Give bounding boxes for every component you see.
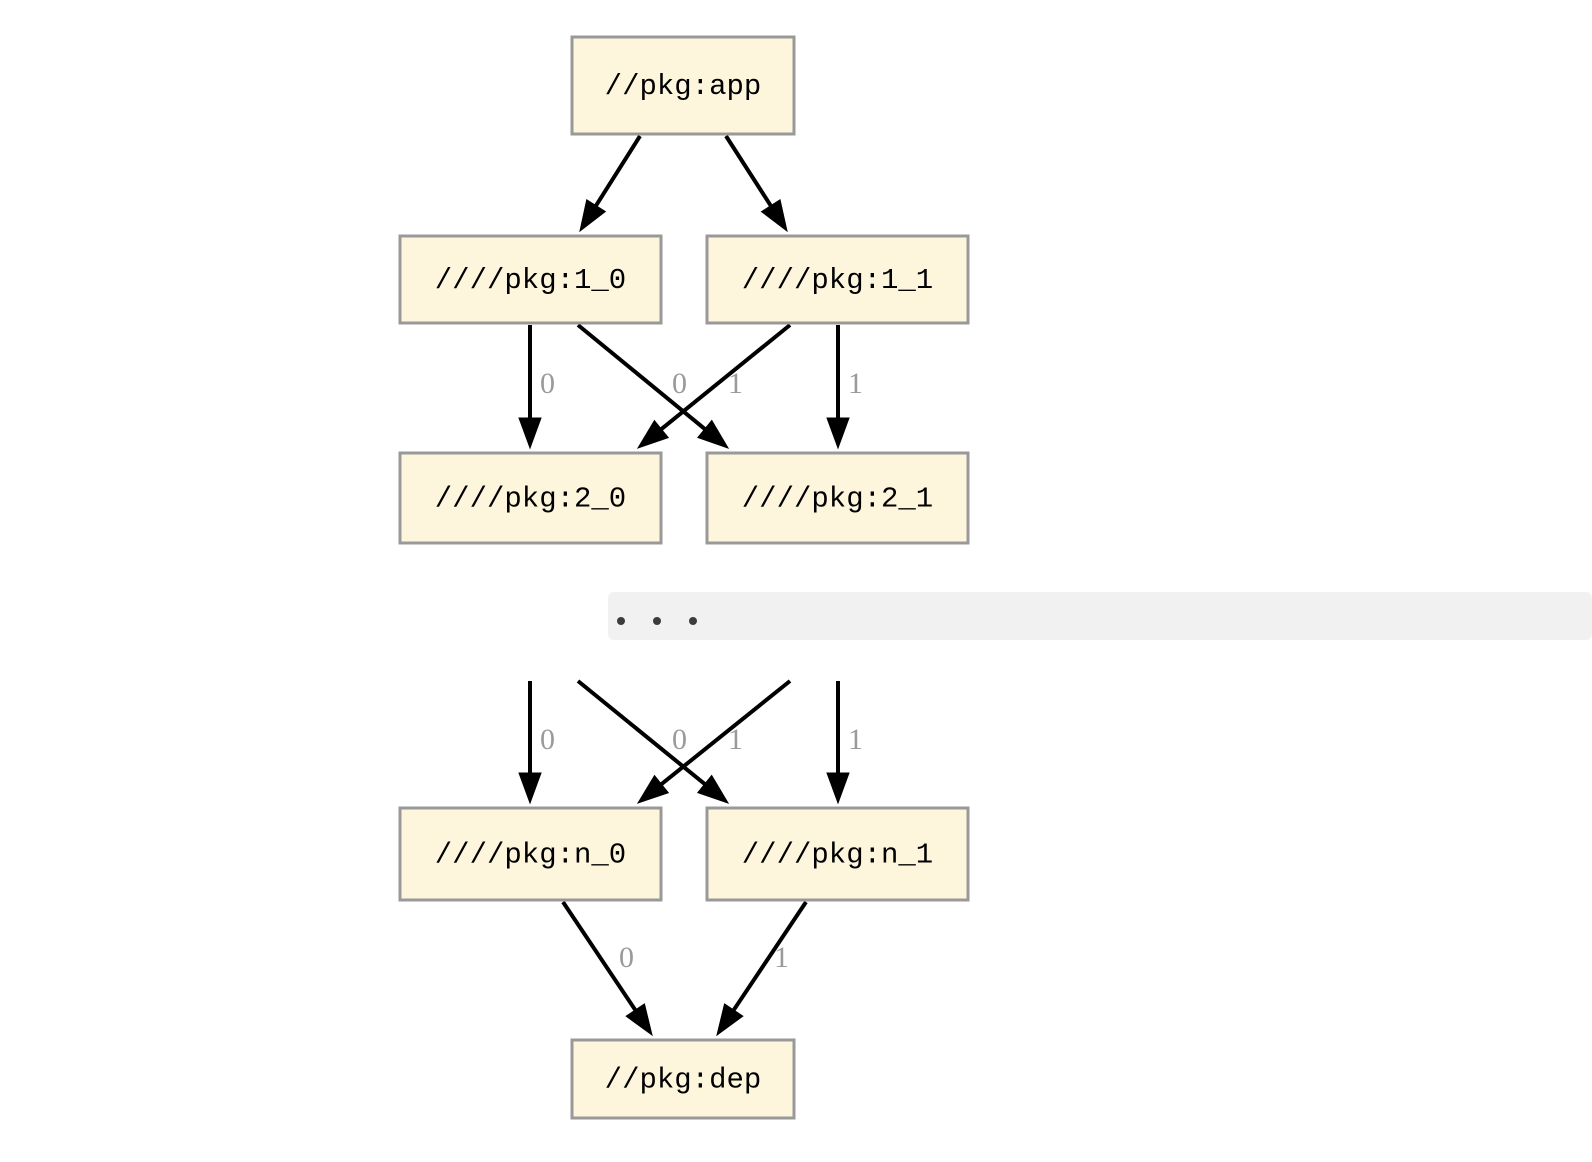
node-label: ////pkg:n_1 [742,839,933,872]
graph-node-l2_0[interactable]: ////pkg:2_0 [398,451,663,545]
arrowhead-icon [579,198,607,233]
edge-label: 1 [774,941,789,974]
edge-line [655,679,792,790]
edge-line [728,900,808,1017]
node-box[interactable] [705,234,970,325]
edge-line [591,134,642,212]
graph-edge [518,681,542,805]
arrowhead-icon [760,199,788,233]
graph-edge [518,325,542,450]
node-label: ////pkg:n_0 [435,839,626,872]
edge-labels-layer: 0 1 0 1 0 1 0 1 0 1 [540,367,863,974]
graph-edge [576,679,730,804]
graph-edge [636,679,792,804]
arrowhead-icon [826,417,850,450]
graph-edge [716,900,808,1037]
graph-node-l2_1[interactable]: ////pkg:2_1 [705,451,970,545]
node-box[interactable] [398,451,663,545]
nodes-layer: //pkg:app ////pkg:1_0 ////pkg:1_1 ////pkg:2… [398,35,970,1120]
ellipsis-separator [608,592,1592,640]
graph-edge [826,681,850,805]
graph-edge [561,900,653,1037]
graph-node-ln_0[interactable]: ////pkg:n_0 [398,806,663,902]
node-label: ////pkg:2_1 [742,483,933,516]
ellipsis-dot [689,617,697,625]
edge-label: 0 [619,941,634,974]
graph-node-app[interactable]: //pkg:app [570,35,796,136]
arrowhead-icon [625,1003,653,1037]
edge-label: 1 [728,367,743,400]
ellipsis-band [608,592,1592,640]
ellipsis-dot [617,617,625,625]
arrowhead-icon [518,417,542,450]
edge-label: 1 [728,723,743,756]
edges-layer [518,134,850,1037]
graph-edge [826,325,850,450]
arrowhead-icon [636,419,670,449]
node-box[interactable] [398,806,663,902]
edge-label: 1 [848,367,863,400]
node-box[interactable] [570,1038,796,1120]
node-label: ////pkg:1_0 [435,264,626,297]
node-label: //pkg:app [605,70,762,103]
edge-label: 0 [672,367,687,400]
arrowhead-icon [696,774,730,804]
arrowhead-icon [518,772,542,805]
node-box[interactable] [570,35,796,136]
graph-node-l1_1[interactable]: ////pkg:1_1 [705,234,970,325]
node-box[interactable] [398,234,663,325]
edge-label: 0 [540,723,555,756]
arrowhead-icon [716,1003,744,1037]
edge-line [576,679,711,790]
graph-node-ln_1[interactable]: ////pkg:n_1 [705,806,970,902]
arrowhead-icon [696,419,730,449]
graph-edge [636,323,792,449]
edge-line [576,323,711,435]
edge-label: 1 [848,723,863,756]
arrowhead-icon [636,774,670,804]
node-box[interactable] [705,806,970,902]
edge-line [561,900,641,1017]
edge-line [724,134,776,212]
node-label: ////pkg:2_0 [435,483,626,516]
ellipsis-dot [653,617,661,625]
node-box[interactable] [705,451,970,545]
edge-label: 0 [540,367,555,400]
graph-edge [579,134,642,233]
arrowhead-icon [826,772,850,805]
graph-node-dep[interactable]: //pkg:dep [570,1038,796,1120]
graph-edge [576,323,730,449]
node-label: ////pkg:1_1 [742,264,933,297]
graph-edge [724,134,788,233]
edge-line [655,323,792,435]
node-label: //pkg:dep [605,1064,762,1097]
edge-label: 0 [672,723,687,756]
graph-node-l1_0[interactable]: ////pkg:1_0 [398,234,663,325]
